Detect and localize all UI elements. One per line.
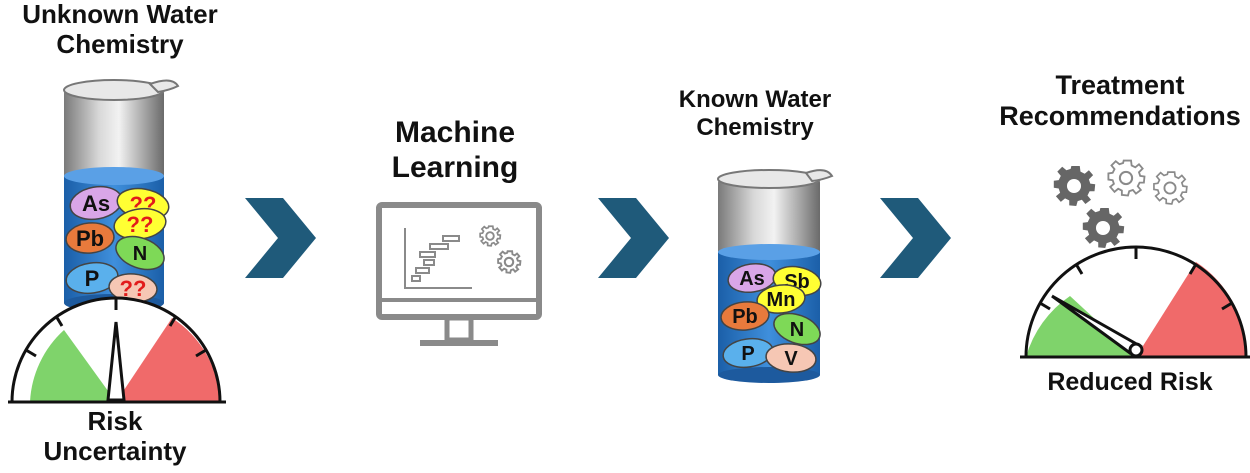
chevron-right-icon-3 (880, 198, 951, 278)
element-badge: Mn (756, 284, 806, 314)
chart-icon (404, 228, 472, 289)
gear-icon-dark-2 (1082, 208, 1125, 249)
gear-icon-dark-1 (1053, 166, 1096, 207)
element-badge-label: As (82, 191, 110, 216)
element-badge-label: Mn (767, 289, 796, 311)
chevron-right-icon-2 (598, 198, 669, 278)
element-badge: As (69, 185, 123, 221)
element-badge-label: ?? (120, 276, 147, 301)
element-badge: Pb (65, 222, 115, 254)
element-badge: N (773, 312, 821, 346)
label-known-water-chemistry: Known Water Chemistry (678, 86, 832, 141)
element-badge: ?? (113, 207, 167, 241)
element-badge-label: N (133, 243, 147, 265)
element-badge: ?? (108, 273, 158, 303)
gear-icon-monitor-2 (497, 250, 522, 274)
label-treatment-recommendations: Treatment Recommendations (999, 70, 1241, 132)
element-badge-label: P (85, 266, 100, 291)
gear-icon-outline-2 (1153, 171, 1188, 205)
label-reduced-risk: Reduced Risk (1047, 368, 1213, 396)
element-badge: P (722, 337, 774, 369)
element-badge: Pb (720, 301, 770, 331)
gauge-icon-reduced (1020, 245, 1250, 359)
element-badge-label: As (739, 268, 765, 290)
label-unknown-water-chemistry: Unknown Water Chemistry (22, 0, 218, 59)
label-machine-learning: Machine Learning (391, 116, 519, 184)
monitor-icon (376, 202, 542, 346)
element-badge: N (115, 235, 165, 271)
element-badge: As (727, 262, 777, 294)
gear-icon-outline-1 (1107, 159, 1146, 197)
element-badge-label: Pb (76, 226, 104, 251)
element-badge-label: ?? (127, 212, 154, 237)
element-badge: P (65, 261, 119, 295)
element-badge-label: N (790, 319, 804, 341)
element-badge: V (765, 343, 817, 373)
chevron-right-icon-1 (245, 198, 316, 278)
gauge-icon-uncertainty (8, 296, 226, 404)
element-badge-label: V (784, 348, 798, 370)
label-risk-uncertainty: Risk Uncertainty (43, 406, 187, 466)
element-badge-label: P (741, 343, 754, 365)
gear-icon-monitor-1 (479, 225, 502, 247)
element-badge-label: Pb (732, 306, 758, 328)
